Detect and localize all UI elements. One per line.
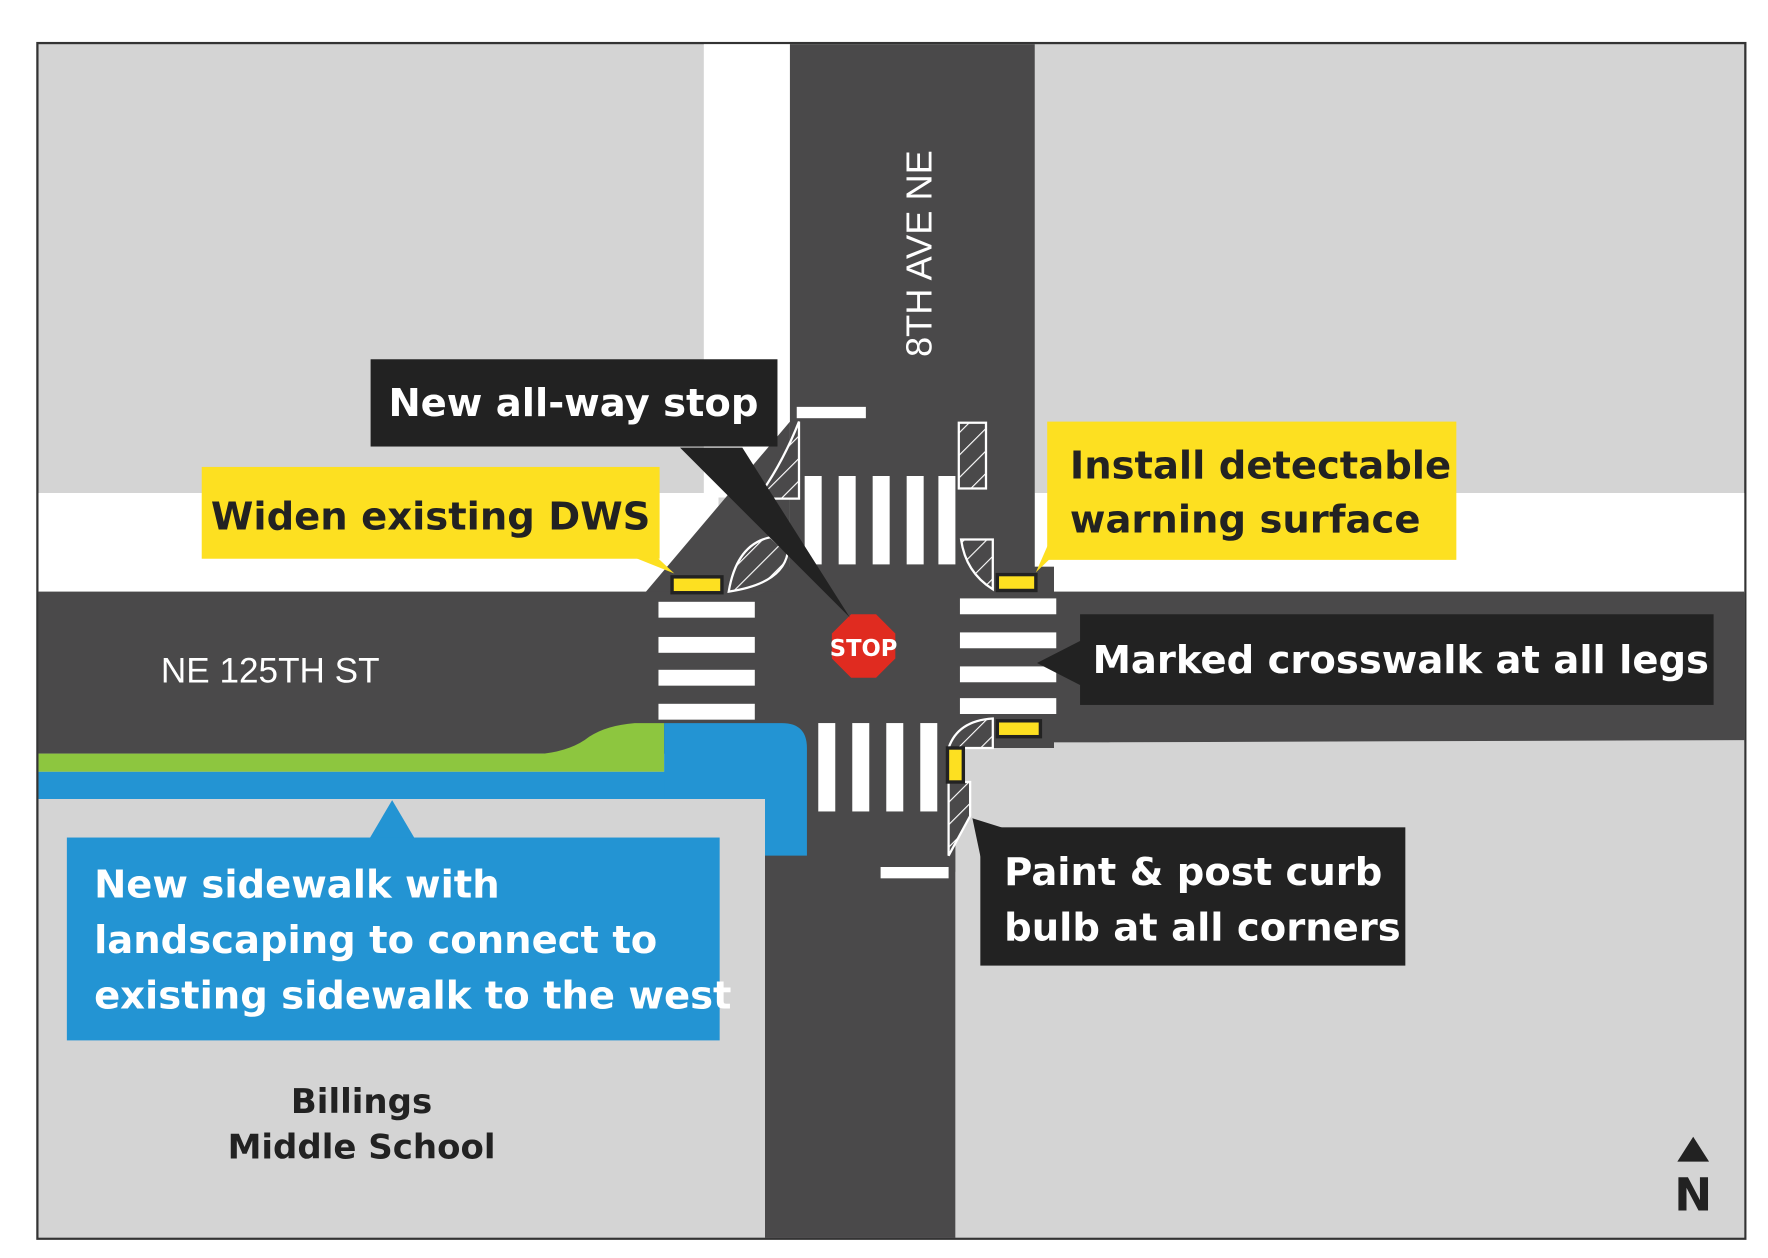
callout-widen-dws-text: Widen existing DWS — [211, 494, 651, 539]
callout-marked-crosswalk — [1080, 614, 1714, 705]
new-sidewalk-strip — [38, 771, 766, 799]
callout-pointer — [369, 800, 415, 839]
north-arrow-icon — [1677, 1136, 1710, 1162]
block-south-east — [955, 740, 1745, 1238]
crosswalk-west — [658, 601, 755, 720]
callout-new-sidewalk-line1: New sidewalk with — [94, 863, 500, 908]
callout-pointer — [1037, 640, 1082, 686]
crosswalk-east — [959, 598, 1057, 714]
callout-new-sidewalk-line3: existing sidewalk to the west — [94, 974, 731, 1019]
landmark-line2: Middle School — [228, 1127, 496, 1167]
street-label-ne-125th: NE 125TH ST — [161, 651, 380, 690]
stop-bar-south — [880, 867, 949, 879]
landscaping-strip — [38, 723, 665, 772]
callout-widen-dws — [201, 466, 660, 559]
callout-all-way-stop — [370, 359, 778, 447]
callout-detectable-warning — [1047, 421, 1457, 560]
svg-text:STOP: STOP — [830, 636, 898, 662]
crosswalk-south — [818, 723, 938, 812]
crosswalk-north — [804, 476, 956, 565]
callout-detectable-warning-line1: Install detectable — [1070, 443, 1451, 488]
landmark-line1: Billings — [291, 1082, 432, 1122]
new-sidewalk-corner — [664, 723, 807, 856]
callout-detectable-warning-line2: warning surface — [1070, 498, 1421, 543]
detectable-warning-surfaces — [670, 572, 1043, 784]
stop-bar-north — [796, 406, 866, 419]
street-label-8th-ave: 8TH AVE NE — [899, 150, 940, 357]
callout-curb-bulb-line2: bulb at all corners — [1004, 906, 1401, 951]
callout-marked-crosswalk-text: Marked crosswalk at all legs — [1093, 638, 1709, 683]
north-arrow-label: N — [1674, 1168, 1712, 1221]
callout-curb-bulb — [980, 827, 1406, 966]
callout-new-sidewalk-line2: landscaping to connect to — [94, 918, 657, 963]
callout-new-sidewalk — [66, 837, 720, 1041]
callout-curb-bulb-line1: Paint & post curb — [1004, 850, 1382, 895]
stop-sign-icon: STOP — [830, 614, 898, 678]
callout-all-way-stop-text: New all-way stop — [388, 381, 758, 426]
